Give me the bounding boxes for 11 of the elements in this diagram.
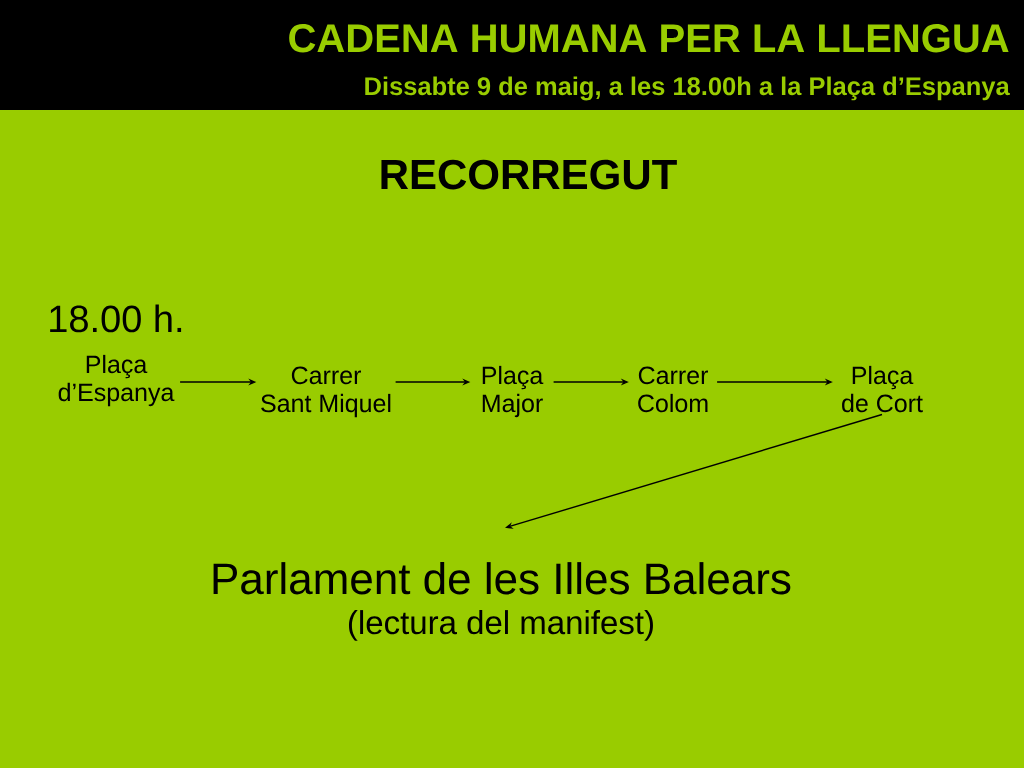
place-name: Parlament de les Illes Balears	[213, 562, 791, 595]
place-name: Plaça de Cort	[842, 365, 923, 413]
section-heading: RECORREGUT	[381, 159, 677, 190]
place-name: Carrer Colom	[638, 366, 708, 413]
place-name: Carrer Sant Miquel	[261, 366, 391, 418]
subtitle: Dissabte 9 de maig, a les 18.00h a la Plaça d’Espanya	[365, 76, 1010, 101]
place-name: Plaça Major	[482, 365, 544, 418]
place-name: Plaça d’Espanya	[58, 354, 175, 407]
event-note: (lectura del manifest)	[349, 610, 653, 641]
title: CADENA HUMANA PER LA LLENGUA	[289, 24, 1009, 53]
time-label: 18.00 h.	[50, 304, 182, 333]
